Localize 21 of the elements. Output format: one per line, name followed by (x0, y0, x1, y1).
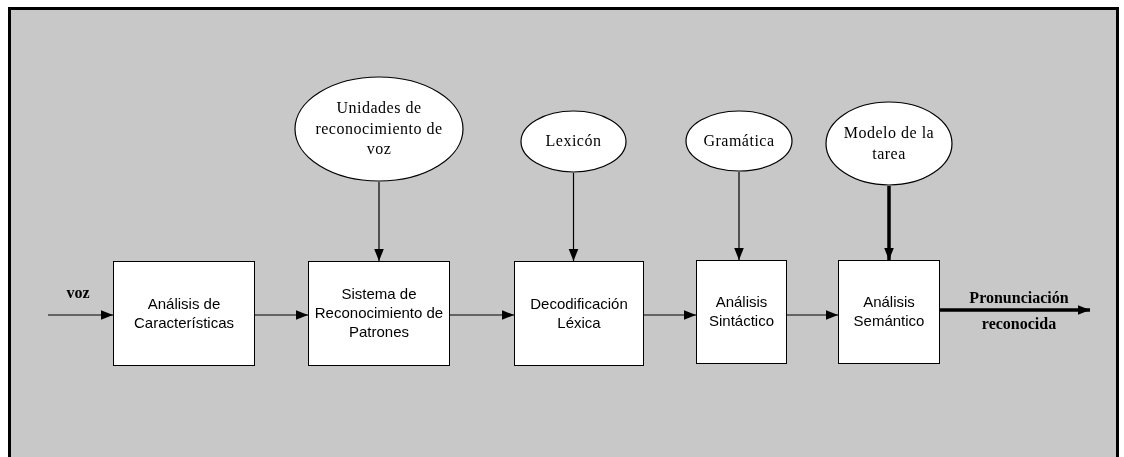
arrow (254, 310, 309, 320)
process-box: Análisis Sintáctico (696, 260, 787, 364)
arrow (643, 310, 697, 320)
input-ellipse: Unidades de reconocimiento de voz (294, 76, 464, 182)
arrow (734, 171, 744, 261)
arrow (940, 305, 1090, 315)
input-ellipse: Modelo de la tarea (825, 101, 953, 186)
process-box: Análisis de Características (113, 261, 255, 366)
arrow (884, 186, 894, 260)
arrow (374, 181, 384, 262)
arrow (786, 310, 839, 320)
input-ellipse: Gramática (685, 110, 793, 172)
edge-label: Pronunciación reconocida (968, 288, 1070, 334)
process-box: Sistema de Reconocimiento de Patrones (308, 261, 450, 366)
input-ellipse: Lexicón (520, 110, 627, 173)
arrow (47, 310, 114, 320)
process-box: Análisis Semántico (838, 260, 940, 364)
arrow (568, 172, 579, 262)
edge-label: voz (65, 283, 91, 303)
process-box: Decodificación Léxica (514, 261, 644, 366)
arrow (449, 310, 515, 320)
